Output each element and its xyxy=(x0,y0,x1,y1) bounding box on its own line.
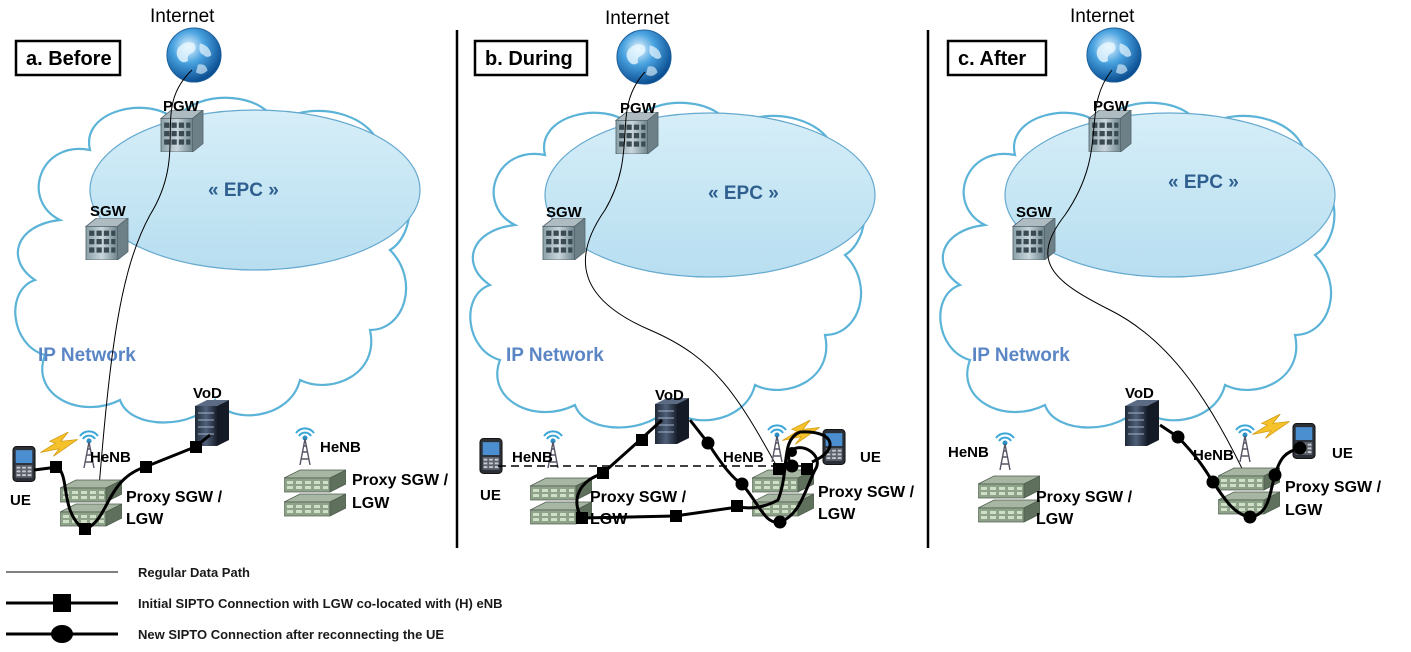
sipto-initial-path xyxy=(575,418,832,520)
panel-label-box xyxy=(946,39,1048,77)
proxy-sgw-lgw-icon xyxy=(978,475,1040,523)
proxy-label-line1: Proxy SGW / xyxy=(1285,479,1382,496)
henb-label: HeNB xyxy=(723,449,764,466)
vod-server-icon xyxy=(195,400,229,446)
proxy-label-line1: Proxy SGW / xyxy=(1036,489,1133,506)
henb-label: HeNB xyxy=(512,449,553,466)
legend-item-regular: Regular Data Path xyxy=(6,565,250,580)
pgw-label: PGW xyxy=(163,98,200,115)
panel-label-box xyxy=(14,39,122,77)
epc-ellipse xyxy=(1004,112,1336,278)
internet-label: Internet xyxy=(605,8,670,29)
pgw-label: PGW xyxy=(1093,98,1130,115)
pgw-server-icon xyxy=(615,112,659,154)
legend-item-new: New SIPTO Connection after reconnecting … xyxy=(6,625,444,643)
panel-after: c. After « EPC » IP Network Internet PGW… xyxy=(939,6,1382,528)
henb-label: HeNB xyxy=(320,439,361,456)
sgw-server-icon xyxy=(85,218,129,260)
vod-server-icon xyxy=(1125,400,1159,446)
sgw-server-icon xyxy=(1012,218,1056,260)
sipto-new-markers xyxy=(1171,430,1307,524)
ue-phone-icon xyxy=(822,428,846,466)
ue-label: UE xyxy=(10,492,31,509)
henb-antenna-icon xyxy=(295,427,315,465)
sgw-label: SGW xyxy=(546,204,583,221)
internet-label: Internet xyxy=(150,6,215,27)
panel-during: b. During « EPC » IP Network Internet PG… xyxy=(469,8,915,529)
ue-phone-icon xyxy=(12,445,36,483)
panel-label: b. During xyxy=(485,48,573,70)
internet-label: Internet xyxy=(1070,6,1135,27)
flash-icon xyxy=(40,432,78,457)
proxy-label-line1: Proxy SGW / xyxy=(352,472,449,489)
sipto-new-markers xyxy=(701,436,799,529)
henb-antenna-icon xyxy=(767,424,787,462)
vod-label: VoD xyxy=(1125,385,1154,402)
sgw-server-icon xyxy=(542,218,586,260)
internet-globe-icon xyxy=(616,29,672,85)
proxy-label-line2: LGW xyxy=(1285,502,1323,519)
legend: Regular Data Path Initial SIPTO Connecti… xyxy=(6,565,502,643)
epc-label: « EPC » xyxy=(1168,172,1239,193)
proxy-label-line2: LGW xyxy=(126,511,164,528)
proxy-label-line2: LGW xyxy=(818,506,856,523)
legend-item-initial: Initial SIPTO Connection with LGW co-loc… xyxy=(6,594,502,612)
proxy-label-line2: LGW xyxy=(590,511,628,528)
epc-label: « EPC » xyxy=(708,183,779,204)
ue-label: UE xyxy=(480,487,501,504)
sgw-label: SGW xyxy=(1016,204,1053,221)
ue-phone-icon xyxy=(479,437,503,475)
panel-label: a. Before xyxy=(26,48,112,70)
pgw-server-icon xyxy=(160,110,204,152)
ue-label: UE xyxy=(1332,445,1353,462)
sipto-initial-markers xyxy=(576,434,813,524)
ip-network-label: IP Network xyxy=(972,345,1070,366)
pgw-label: PGW xyxy=(620,100,657,117)
ip-network-label: IP Network xyxy=(506,345,604,366)
panel-label: c. After xyxy=(958,48,1026,70)
epc-ellipse xyxy=(544,112,876,278)
proxy-label-line2: LGW xyxy=(1036,511,1074,528)
regular-data-path xyxy=(97,69,193,501)
henb-label: HeNB xyxy=(90,449,131,466)
vod-label: VoD xyxy=(655,387,684,404)
regular-data-path xyxy=(1047,69,1251,486)
flash-icon xyxy=(1252,414,1290,439)
legend-square-marker xyxy=(53,594,71,612)
ip-network-label: IP Network xyxy=(38,345,136,366)
henb-label: HeNB xyxy=(1193,447,1234,464)
internet-globe-icon xyxy=(166,27,222,83)
henb-label: HeNB xyxy=(948,444,989,461)
legend-circle-marker xyxy=(51,625,73,643)
ue-label: UE xyxy=(860,449,881,466)
internet-globe-icon xyxy=(1086,27,1142,83)
proxy-label-line1: Proxy SGW / xyxy=(126,489,223,506)
proxy-label-line1: Proxy SGW / xyxy=(818,484,915,501)
regular-data-path xyxy=(584,71,791,491)
proxy-label-line1: Proxy SGW / xyxy=(590,489,687,506)
panel-label-box xyxy=(473,39,589,77)
epc-label: « EPC » xyxy=(208,180,279,201)
proxy-label-line2: LGW xyxy=(352,495,390,512)
henb-antenna-icon xyxy=(1235,424,1255,462)
sgw-label: SGW xyxy=(90,203,127,220)
vod-label: VoD xyxy=(193,385,222,402)
proxy-sgw-lgw-icon xyxy=(284,469,346,517)
henb-antenna-icon xyxy=(995,432,1015,470)
legend-label: New SIPTO Connection after reconnecting … xyxy=(138,627,444,642)
legend-label: Initial SIPTO Connection with LGW co-loc… xyxy=(138,596,502,611)
sipto-initial-markers xyxy=(50,441,202,535)
legend-label: Regular Data Path xyxy=(138,565,250,580)
panel-before: a. Before « EPC » IP Network Internet PG… xyxy=(10,6,449,535)
